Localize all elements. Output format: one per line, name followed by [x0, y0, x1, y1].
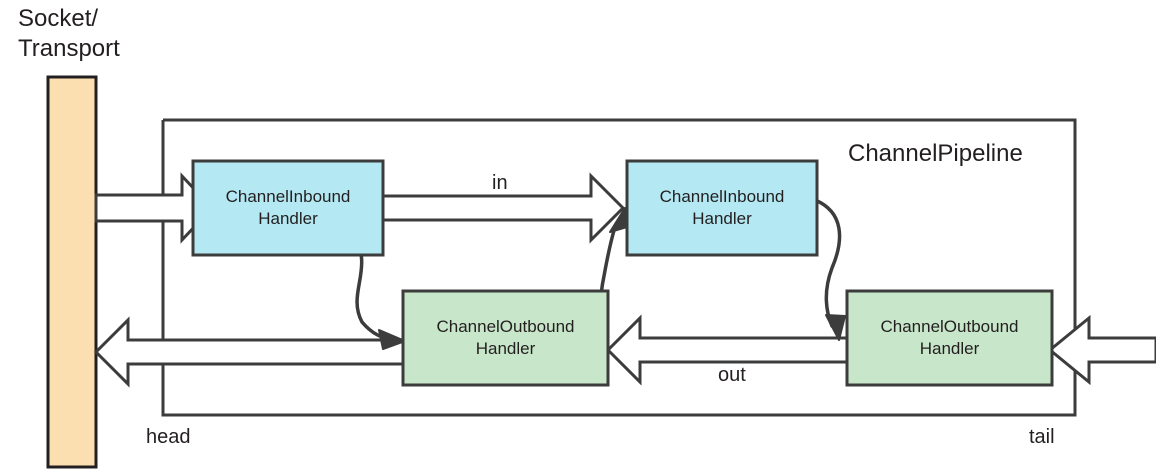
socket-transport-label: Socket/ Transport: [18, 5, 120, 62]
outbound-flow-label: out: [718, 364, 746, 386]
flow-inbound2-to-outbound2-arrowhead: [825, 314, 846, 341]
channel-pipeline-box: [161, 118, 1077, 417]
handler-box-inbound-1[interactable]: [191, 159, 385, 257]
flow-in-arrow: [378, 172, 626, 244]
flow-outbound1-to-socket-arrow: [93, 316, 408, 388]
handler-box-outbound-1[interactable]: [401, 289, 610, 387]
flow-inbound1-to-outbound1-arrowhead: [378, 329, 406, 350]
flow-external-to-outbound2-arrow: [1047, 314, 1156, 386]
flow-out-arrow: [605, 314, 852, 386]
handler-box-outbound-2[interactable]: [845, 289, 1054, 387]
channel-pipeline-label: ChannelPipeline: [848, 140, 1023, 167]
head-label: head: [146, 426, 191, 448]
tail-label: tail: [1029, 426, 1055, 448]
inbound-flow-label: in: [492, 172, 508, 194]
socket-transport-bar: [46, 75, 98, 469]
flow-inbound2-to-outbound2-curve: [813, 198, 842, 328]
handler-box-inbound-2[interactable]: [625, 159, 819, 257]
